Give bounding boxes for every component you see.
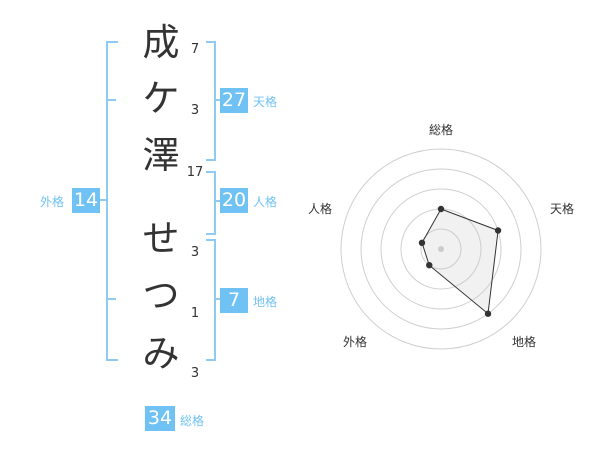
stroke-count-6: 3 bbox=[190, 366, 200, 381]
chikaku-bracket bbox=[206, 239, 216, 361]
tenkaku-bracket-tick bbox=[214, 99, 224, 101]
stroke-count-1: 7 bbox=[190, 42, 200, 57]
jinkaku-bracket bbox=[206, 171, 216, 235]
gaikaku-bracket-tick bbox=[96, 199, 106, 201]
gaikaku-bracket-tick bbox=[106, 298, 116, 300]
stroke-count-2: 3 bbox=[190, 103, 200, 118]
radar-label-tenkaku: 天格 bbox=[550, 201, 574, 216]
radar-ring bbox=[340, 148, 542, 350]
radar-point bbox=[418, 239, 426, 247]
chikaku-bracket-tick bbox=[214, 298, 224, 300]
stroke-count-3: 17 bbox=[186, 165, 204, 180]
gaikaku-value: 14 bbox=[72, 188, 100, 213]
name-char-1: 成 bbox=[142, 21, 180, 64]
tenkaku-value: 27 bbox=[220, 88, 248, 113]
radar-polygon bbox=[421, 208, 499, 315]
soukaku-value: 34 bbox=[145, 406, 175, 431]
radar-point bbox=[484, 310, 492, 317]
radar-ring bbox=[420, 228, 462, 270]
stroke-count-5: 1 bbox=[190, 306, 200, 321]
radar-ring bbox=[380, 188, 502, 310]
gaikaku-bracket-tick bbox=[106, 99, 116, 101]
radar-point bbox=[437, 205, 445, 213]
jinkaku-label: 人格 bbox=[253, 195, 278, 209]
chikaku-label: 地格 bbox=[253, 295, 278, 309]
name-char-6: み bbox=[142, 332, 180, 375]
radar-center-dot bbox=[438, 246, 444, 252]
radar-label-soukaku: 総格 bbox=[429, 122, 453, 137]
name-char-3: 澤 bbox=[142, 134, 180, 177]
soukaku-label: 総格 bbox=[180, 414, 205, 428]
radar-point bbox=[494, 227, 502, 234]
radar-label-jinkaku: 人格 bbox=[308, 201, 332, 216]
stroke-count-4: 3 bbox=[190, 245, 200, 260]
radar-label-gaikaku: 外格 bbox=[343, 334, 367, 349]
gaikaku-bracket bbox=[106, 41, 118, 361]
gaikaku-label: 外格 bbox=[40, 195, 65, 209]
radar-ring bbox=[360, 168, 522, 330]
radar-points bbox=[418, 205, 502, 317]
name-char-5: つ bbox=[142, 274, 180, 317]
chikaku-value: 7 bbox=[220, 288, 248, 313]
jinkaku-value: 20 bbox=[220, 188, 248, 213]
name-char-4: せ bbox=[142, 217, 180, 260]
tenkaku-label: 天格 bbox=[253, 95, 278, 109]
radar-label-chikaku: 地格 bbox=[512, 334, 536, 349]
jinkaku-bracket-tick bbox=[214, 200, 224, 202]
tenkaku-bracket bbox=[206, 41, 216, 161]
radar-point bbox=[426, 261, 433, 269]
name-char-2: ケ bbox=[142, 77, 180, 120]
